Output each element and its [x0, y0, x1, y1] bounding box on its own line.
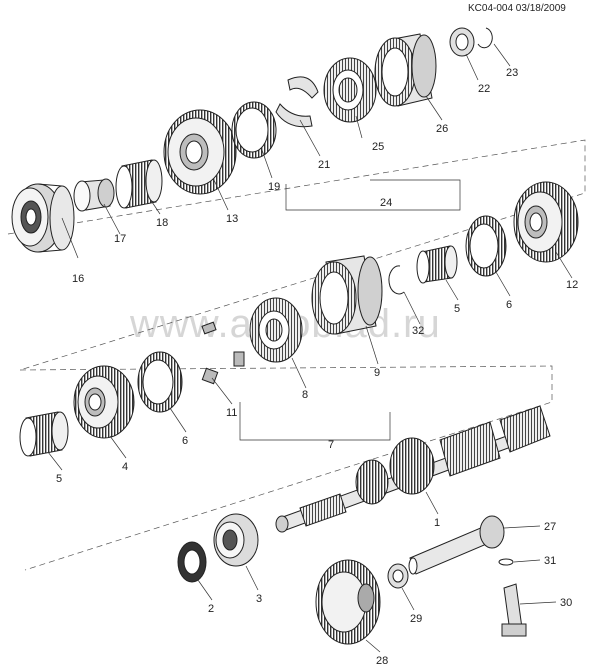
synchro-hub-8 [249, 297, 303, 363]
key-21 [275, 76, 319, 128]
needle-bearing-18 [115, 159, 163, 209]
callout-9: 9 [374, 367, 380, 379]
callout-2: 2 [208, 603, 214, 615]
callout-22: 22 [478, 83, 490, 95]
gear-13 [163, 109, 237, 195]
callout-11: 11 [226, 407, 237, 419]
synchro-sleeve-26 [374, 33, 437, 107]
sleeve-17 [73, 178, 115, 212]
synchro-sleeve-9 [311, 255, 383, 335]
snap-ring-23 [477, 27, 493, 49]
seal-2 [177, 541, 207, 583]
callout-7: 7 [328, 439, 334, 451]
callout-31: 31 [544, 555, 556, 567]
needle-bearing-5-middle [416, 245, 458, 284]
callout-28: 28 [376, 655, 388, 667]
pin-27 [408, 515, 505, 575]
callout-1: 1 [434, 517, 440, 529]
bearing-16 [11, 183, 75, 253]
callout-13: 13 [226, 213, 238, 225]
callout-25: 25 [372, 141, 384, 153]
o-ring-31 [498, 558, 514, 566]
callout-4: 4 [122, 461, 128, 473]
leader-lines [47, 43, 573, 653]
bearing-3 [213, 513, 259, 567]
callout-18: 18 [156, 217, 168, 229]
callout-labels: 16 17 18 13 19 21 24 25 26 22 23 12 6 5 … [56, 67, 578, 667]
callout-8: 8 [302, 389, 308, 401]
callout-30: 30 [560, 597, 572, 609]
gear-4 [73, 365, 135, 439]
callout-19: 19 [268, 181, 280, 193]
callout-3: 3 [256, 593, 262, 605]
callout-29: 29 [410, 613, 422, 625]
washer-22 [449, 27, 475, 57]
snap-ring-32 [388, 265, 405, 295]
callout-21: 21 [318, 159, 330, 171]
callout-5-lower: 5 [56, 473, 62, 485]
gear-12 [513, 181, 579, 263]
callout-23: 23 [506, 67, 518, 79]
callout-27: 27 [544, 521, 556, 533]
washer-29 [387, 563, 409, 589]
synchro-ring-6-middle [465, 215, 507, 277]
callout-6-lower: 6 [182, 435, 188, 447]
synchro-ring-19 [231, 101, 277, 159]
document-code: KC04-004 03/18/2009 [468, 3, 566, 14]
needle-bearing-5-lower [19, 411, 69, 457]
callout-26: 26 [436, 123, 448, 135]
callout-24: 24 [380, 197, 392, 209]
synchro-ring-6-lower [137, 351, 183, 413]
callout-5-middle: 5 [454, 303, 460, 315]
main-shaft-1 [275, 405, 551, 533]
synchro-hub-25 [323, 57, 377, 123]
callout-16: 16 [72, 273, 84, 285]
dashed-center-lines [7, 139, 586, 571]
callout-12: 12 [566, 279, 578, 291]
bolt-30 [501, 583, 527, 637]
callout-6-middle: 6 [506, 299, 512, 311]
gear-28 [315, 559, 381, 645]
callout-17: 17 [114, 233, 126, 245]
callout-32: 32 [412, 325, 424, 337]
